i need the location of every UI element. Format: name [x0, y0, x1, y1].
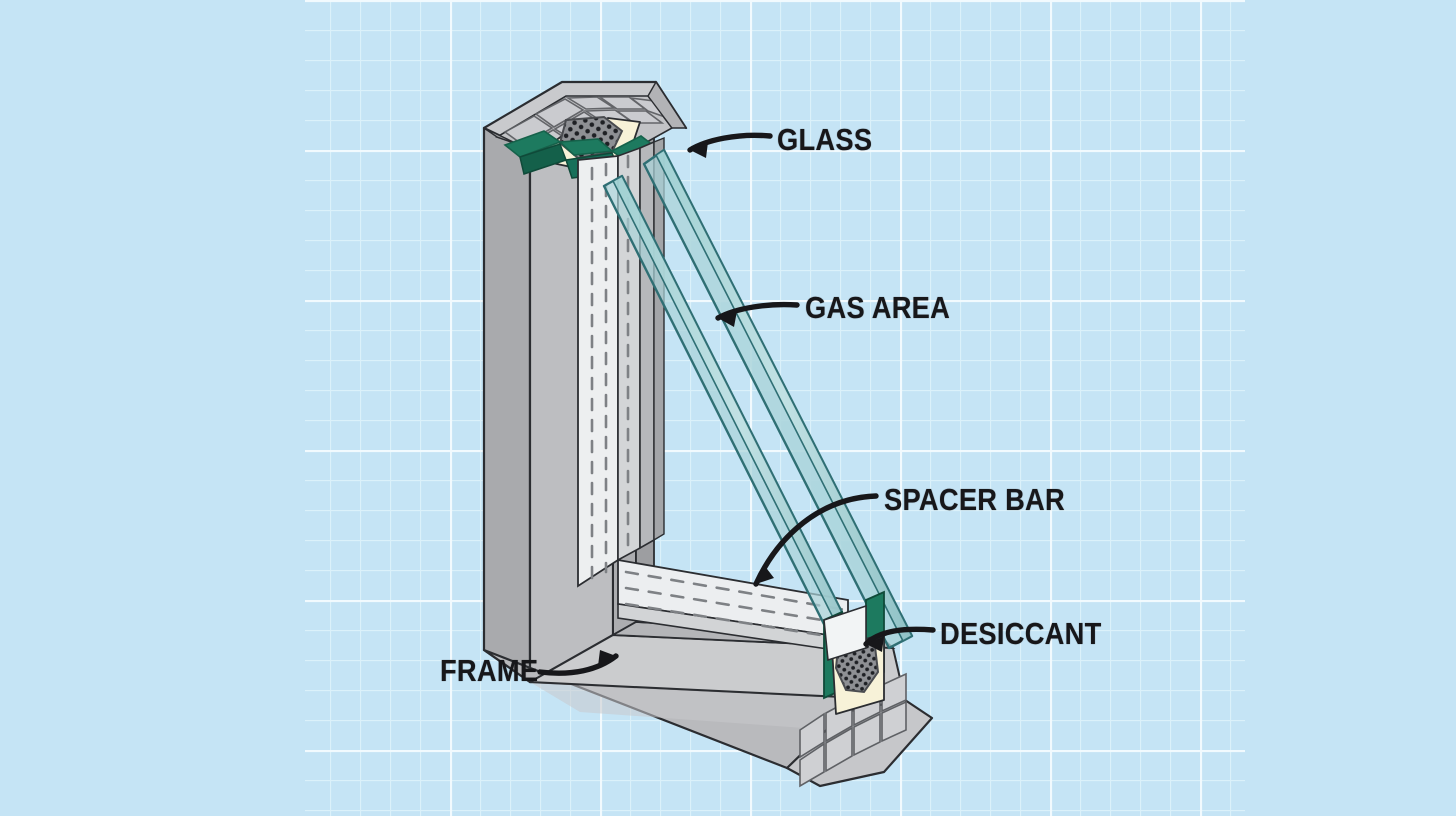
- arrow-frame: [537, 653, 619, 676]
- label-spacer-bar: SPACER BAR: [884, 482, 1065, 517]
- arrow-glass: [687, 132, 773, 153]
- callout-arrows: [537, 132, 936, 676]
- label-glass: GLASS: [777, 122, 873, 157]
- label-frame: FRAME: [440, 653, 539, 688]
- label-desiccant: DESICCANT: [940, 616, 1102, 651]
- arrow-desiccant: [863, 626, 936, 647]
- label-gas-area: GAS AREA: [805, 290, 951, 325]
- spacer-perforations-horizontal: [624, 570, 848, 641]
- spacer-bar-vertical: [577, 146, 641, 588]
- frame-end-cut-face: [785, 604, 934, 788]
- arrow-gas-area: [715, 301, 800, 321]
- glazing-rebate-vertical: [639, 136, 665, 550]
- glass-panes: [602, 148, 914, 700]
